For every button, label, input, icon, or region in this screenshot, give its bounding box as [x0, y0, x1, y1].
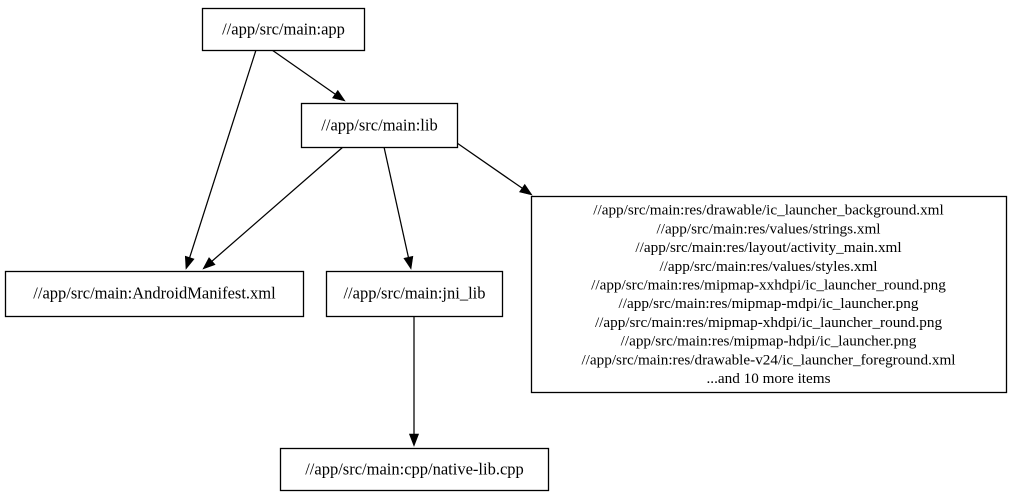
- resource-line: //app/src/main:res/values/styles.xml: [659, 258, 877, 275]
- edge-lib-to-resources: [456, 142, 533, 196]
- edge-line: [211, 146, 344, 262]
- node-resources-box[interactable]: [530, 195, 1008, 394]
- edge-arrowhead: [332, 89, 346, 102]
- node-jni-lib-label: //app/src/main:jni_lib: [343, 283, 485, 302]
- resource-line: //app/src/main:res/mipmap-xhdpi/ic_launc…: [595, 314, 943, 331]
- resource-line: //app/src/main:res/drawable-v24/ic_launc…: [581, 351, 955, 368]
- resource-line: //app/src/main:res/drawable/ic_launcher_…: [593, 202, 943, 219]
- edge-line: [383, 146, 410, 258]
- edge-app-to-lib: [271, 49, 346, 102]
- node-app-label: //app/src/main:app: [222, 19, 345, 38]
- resource-line: //app/src/main:res/layout/activity_main.…: [635, 239, 901, 256]
- resource-line: //app/src/main:res/mipmap-mdpi/ic_launch…: [619, 295, 919, 312]
- edge-layer: [184, 49, 533, 447]
- edge-line: [271, 49, 336, 95]
- node-app[interactable]: //app/src/main:app: [201, 7, 366, 52]
- edge-arrowhead: [408, 433, 420, 447]
- node-androidmanifest-label: //app/src/main:AndroidManifest.xml: [33, 283, 276, 302]
- node-lib[interactable]: //app/src/main:lib: [300, 102, 459, 149]
- node-resources-label: //app/src/main:res/drawable/ic_launcher_…: [581, 202, 955, 387]
- edge-arrowhead: [202, 257, 216, 270]
- edge-app-to-manifest: [184, 49, 257, 270]
- edge-line: [456, 142, 523, 189]
- edge-jni_lib-to-native_lib: [408, 316, 420, 447]
- node-resources[interactable]: //app/src/main:res/drawable/ic_launcher_…: [530, 195, 1008, 394]
- edge-lib-to-manifest: [202, 146, 344, 270]
- node-native-lib-cpp[interactable]: //app/src/main:cpp/native-lib.cpp: [279, 447, 550, 492]
- node-androidmanifest-box[interactable]: [4, 270, 305, 318]
- edge-arrowhead: [519, 183, 533, 196]
- resource-line: //app/src/main:res/mipmap-xxhdpi/ic_laun…: [591, 277, 946, 294]
- edge-lib-to-jni_lib: [383, 146, 414, 270]
- edge-arrowhead: [403, 255, 414, 270]
- node-native-lib-cpp-box[interactable]: [279, 447, 550, 492]
- resource-line: //app/src/main:res/values/strings.xml: [657, 220, 881, 237]
- node-lib-box[interactable]: [300, 102, 459, 149]
- resource-line: ...and 10 more items: [706, 370, 830, 387]
- node-native-lib-cpp-label: //app/src/main:cpp/native-lib.cpp: [305, 459, 524, 478]
- edge-arrowhead: [184, 255, 195, 270]
- node-jni-lib-box[interactable]: [325, 270, 504, 318]
- node-jni-lib[interactable]: //app/src/main:jni_lib: [325, 270, 504, 318]
- resource-line: //app/src/main:res/mipmap-hdpi/ic_launch…: [621, 333, 917, 350]
- node-lib-label: //app/src/main:lib: [321, 115, 437, 134]
- node-layer: //app/src/main:app //app/src/main:lib //…: [4, 7, 1008, 492]
- edge-line: [189, 49, 257, 258]
- node-androidmanifest[interactable]: //app/src/main:AndroidManifest.xml: [4, 270, 305, 318]
- node-app-box[interactable]: [201, 7, 366, 52]
